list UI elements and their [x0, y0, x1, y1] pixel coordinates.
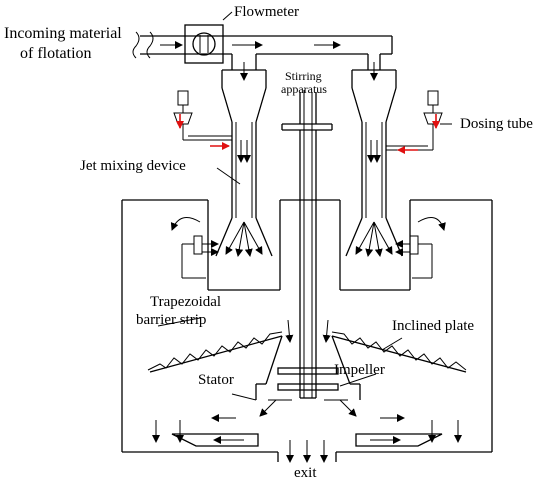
label-inclined-plate: Inclined plate [392, 318, 474, 334]
label-trapezoidal-2: barrier strip [136, 312, 206, 328]
exit-outlet [277, 440, 337, 463]
flow-arrows-bottom [152, 399, 462, 443]
feed-pipe [132, 31, 393, 59]
label-impeller: Impeller [334, 362, 385, 378]
labels: Incoming material of flotation Flowmeter… [4, 4, 533, 481]
label-jet-mixing: Jet mixing device [80, 158, 186, 174]
label-exit: exit [294, 465, 317, 481]
label-flowmeter: Flowmeter [234, 4, 299, 20]
overflow-loop-left [170, 217, 219, 279]
stirring-shaft [281, 92, 333, 399]
bottom-flow-guide [171, 433, 443, 447]
jet-mixing-device-right [345, 54, 403, 257]
overflow-loop-right [395, 217, 446, 279]
dosing-tube-left [173, 90, 232, 150]
impeller [268, 367, 348, 401]
inclined-plate-left [147, 319, 294, 400]
label-trapezoidal-1: Trapezoidal [150, 294, 221, 310]
flotation-tank [121, 199, 493, 453]
jet-mixing-device-left [215, 54, 273, 257]
label-stirring-1: Stirring [285, 69, 322, 83]
dosing-tube-right [386, 90, 443, 154]
leader-lines [157, 90, 452, 401]
label-incoming-2: of flotation [20, 45, 92, 62]
inclined-plate-right [322, 319, 467, 400]
flowmeter-device [184, 11, 233, 64]
label-dosing-tube: Dosing tube [460, 116, 533, 132]
label-stator: Stator [198, 372, 234, 388]
label-stirring-2: apparatus [281, 82, 327, 96]
label-incoming-1: Incoming material [4, 25, 122, 42]
